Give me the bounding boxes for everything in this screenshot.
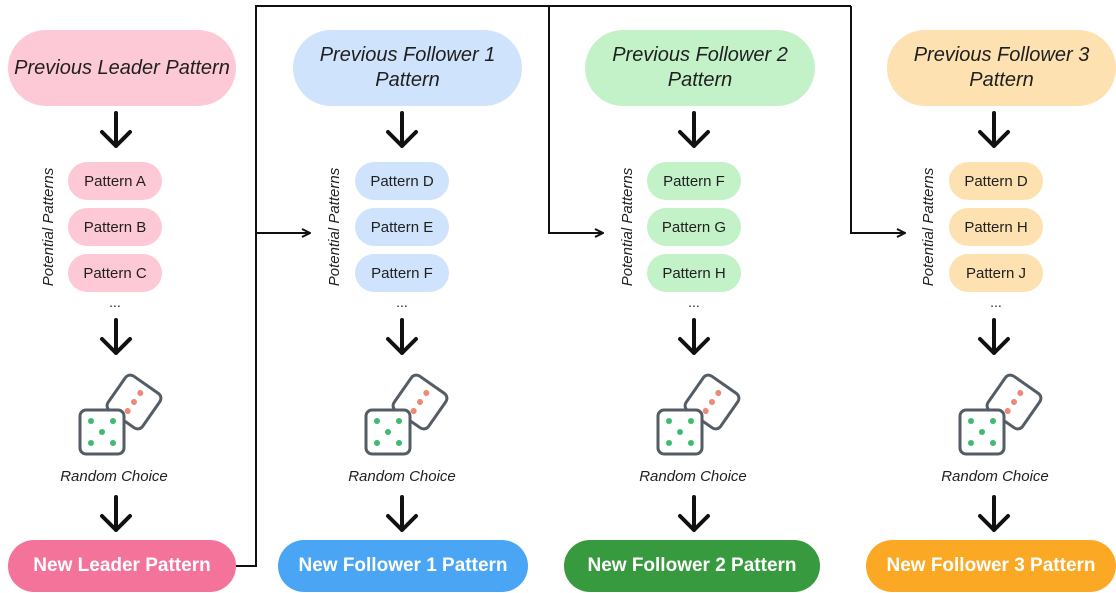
previous-follower-2-pattern: Previous Follower 2 Pattern (585, 30, 815, 106)
down-arrow-icon (678, 318, 710, 355)
pattern-pill: Pattern D (355, 162, 449, 200)
new-leader-pattern: New Leader Pattern (8, 540, 236, 592)
more-patterns-ellipsis: ... (688, 294, 700, 310)
top-connector-bar (255, 5, 851, 233)
pattern-pill: Pattern D (949, 162, 1043, 200)
follower3-connector (850, 6, 905, 233)
random-choice-label: Random Choice (348, 468, 456, 485)
more-patterns-ellipsis: ... (109, 294, 121, 310)
dice-icon (656, 373, 741, 456)
potential-patterns-label: Potential Patterns (920, 167, 937, 287)
pattern-pill: Pattern E (355, 208, 449, 246)
random-choice-label: Random Choice (941, 468, 1049, 485)
previous-follower-3-pattern: Previous Follower 3 Pattern (887, 30, 1116, 106)
column-leader: Previous Leader Pattern Potential Patter… (0, 0, 250, 593)
down-arrow-icon (386, 111, 418, 148)
pattern-pill: Pattern B (68, 208, 162, 246)
down-arrow-icon (678, 495, 710, 532)
previous-follower-1-pattern: Previous Follower 1 Pattern (293, 30, 522, 106)
column-follower-1: Previous Follower 1 Pattern Potential Pa… (278, 30, 528, 592)
pattern-pill: Pattern J (949, 254, 1043, 292)
dice-icon (958, 373, 1043, 456)
dice-icon (364, 373, 449, 456)
dice-icon (78, 373, 163, 456)
previous-leader-pattern: Previous Leader Pattern (8, 30, 236, 106)
down-arrow-icon (978, 318, 1010, 355)
random-choice-label: Random Choice (639, 468, 747, 485)
new-follower-3-pattern: New Follower 3 Pattern (866, 540, 1116, 592)
down-arrow-icon (978, 495, 1010, 532)
down-arrow-icon (100, 495, 132, 532)
pattern-pill: Pattern H (647, 254, 741, 292)
more-patterns-ellipsis: ... (396, 294, 408, 310)
down-arrow-icon (678, 111, 710, 148)
new-follower-2-pattern: New Follower 2 Pattern (564, 540, 820, 592)
down-arrow-icon (100, 318, 132, 355)
pattern-pill: Pattern H (949, 208, 1043, 246)
pattern-pill: Pattern C (68, 254, 162, 292)
column-follower-2: Previous Follower 2 Pattern Potential Pa… (564, 30, 820, 592)
down-arrow-icon (978, 111, 1010, 148)
pattern-pill: Pattern A (68, 162, 162, 200)
follower2-connector (548, 6, 603, 233)
more-patterns-ellipsis: ... (990, 294, 1002, 310)
pattern-pill: Pattern F (647, 162, 741, 200)
new-follower-1-pattern: New Follower 1 Pattern (278, 540, 528, 592)
pattern-pill: Pattern F (355, 254, 449, 292)
down-arrow-icon (386, 495, 418, 532)
leader-to-follower1-connector (236, 233, 310, 567)
down-arrow-icon (100, 111, 132, 148)
down-arrow-icon (386, 318, 418, 355)
pattern-pill: Pattern G (647, 208, 741, 246)
random-choice-label: Random Choice (60, 468, 168, 485)
